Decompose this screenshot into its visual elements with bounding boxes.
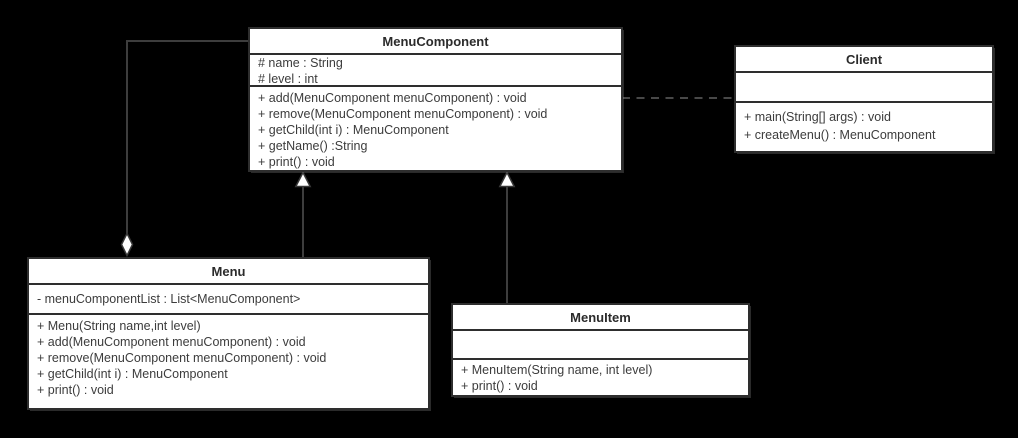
inheritance-arrow-icon xyxy=(294,170,312,188)
class-title: Client xyxy=(736,47,992,73)
class-member: + Menu(String name,int level) xyxy=(37,319,201,333)
class-box-client[interactable]: Client + main(String[] args) : void + cre… xyxy=(734,45,994,153)
class-member: + add(MenuComponent menuComponent) : voi… xyxy=(37,335,306,349)
class-title: MenuItem xyxy=(453,305,748,331)
class-methods-section: + MenuItem(String name, int level) + prin… xyxy=(453,360,748,394)
aggregation-line-menu-menucomponent xyxy=(126,40,248,234)
class-member: # name : String xyxy=(258,56,343,70)
class-member: + remove(MenuComponent menuComponent) : … xyxy=(37,351,327,365)
class-box-menu[interactable]: Menu - menuComponentList : List<MenuComp… xyxy=(27,257,430,410)
class-member: + getName() :String xyxy=(258,139,368,153)
class-member: + main(String[] args) : void xyxy=(744,110,891,124)
class-attributes-section xyxy=(736,73,992,103)
aggregation-diamond-icon xyxy=(120,231,134,258)
class-methods-section: + main(String[] args) : void + createMenu… xyxy=(736,103,992,144)
class-attributes-section: - menuComponentList : List<MenuComponent… xyxy=(29,285,428,315)
class-methods-section: + add(MenuComponent menuComponent) : voi… xyxy=(250,87,621,170)
class-member: - menuComponentList : List<MenuComponent… xyxy=(37,292,301,306)
class-member: + getChild(int i) : MenuComponent xyxy=(37,367,228,381)
class-member: # level : int xyxy=(258,71,318,86)
inheritance-arrow-icon xyxy=(498,170,516,188)
class-member: + createMenu() : MenuComponent xyxy=(744,127,936,142)
class-box-menucomponent[interactable]: MenuComponent # name : String# level : i… xyxy=(248,27,623,172)
class-member: + print() : void xyxy=(461,379,538,393)
class-title: MenuComponent xyxy=(250,29,621,55)
class-member: + print() : void xyxy=(258,155,335,169)
class-member: + print() : void xyxy=(37,383,114,397)
class-member: + MenuItem(String name, int level) xyxy=(461,363,653,377)
class-attributes-section xyxy=(453,331,748,360)
class-attributes-section: # name : String# level : int xyxy=(250,55,621,87)
class-methods-section: + Menu(String name,int level) + add(MenuC… xyxy=(29,315,428,398)
class-member: + remove(MenuComponent menuComponent) : … xyxy=(258,107,548,121)
class-title: Menu xyxy=(29,259,428,285)
class-box-menuitem[interactable]: MenuItem + MenuItem(String name, int lev… xyxy=(451,303,750,397)
class-member: + add(MenuComponent menuComponent) : voi… xyxy=(258,91,527,105)
class-member: + getChild(int i) : MenuComponent xyxy=(258,123,449,137)
